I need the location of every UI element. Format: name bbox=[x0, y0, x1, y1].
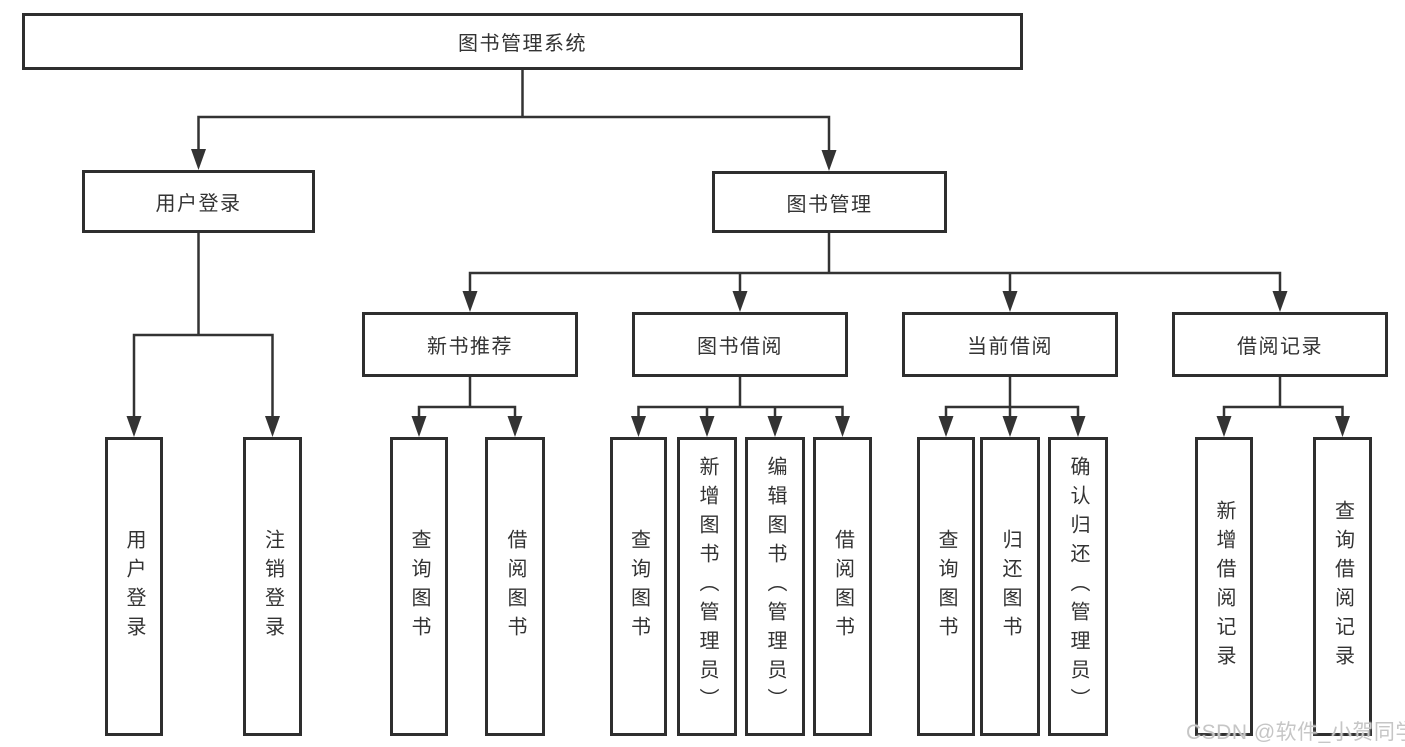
node-book-management: 图书管理 bbox=[712, 171, 947, 233]
arrowhead bbox=[1272, 291, 1288, 312]
arrowhead bbox=[507, 416, 523, 437]
leaf-borrow-books: 借阅图书 bbox=[813, 437, 872, 736]
arrowhead bbox=[732, 291, 748, 312]
arrowhead bbox=[1002, 291, 1018, 312]
connector-currentborrow-to-leaves bbox=[944, 377, 1080, 422]
arrowhead bbox=[1335, 416, 1350, 437]
leaf-logout: 注销登录 bbox=[243, 437, 302, 736]
arrowhead bbox=[1002, 416, 1018, 437]
leaf-edit-books-admin: 编辑图书（管理员） bbox=[745, 437, 805, 736]
arrowhead bbox=[835, 416, 850, 437]
arrowhead bbox=[411, 416, 427, 437]
connector-newbookrec-to-leaves bbox=[417, 377, 517, 422]
arrowheads bbox=[126, 149, 1350, 437]
node-current-borrow: 当前借阅 bbox=[902, 312, 1118, 377]
arrowhead bbox=[938, 416, 954, 437]
arrowhead bbox=[265, 416, 280, 437]
csdn-watermark: CSDN @软件_小贺同学 bbox=[1186, 721, 1405, 744]
arrowhead bbox=[767, 416, 783, 437]
arrowhead bbox=[821, 150, 837, 171]
arrowhead bbox=[1070, 416, 1086, 437]
leaf-add-borrow-record: 新增借阅记录 bbox=[1195, 437, 1253, 736]
connector-borrowrecords-to-leaves bbox=[1222, 377, 1344, 422]
connector-userlogin-to-leaves bbox=[132, 233, 274, 422]
node-user-login: 用户登录 bbox=[82, 170, 315, 233]
leaf-add-books-admin: 新增图书（管理员） bbox=[677, 437, 737, 736]
connector-bookmgmt-to-level3 bbox=[468, 233, 1282, 297]
arrowhead bbox=[126, 416, 142, 437]
leaf-query-books-current: 查询图书 bbox=[917, 437, 975, 736]
leaf-query-borrow-record: 查询借阅记录 bbox=[1313, 437, 1372, 736]
leaf-confirm-return-admin: 确认归还（管理员） bbox=[1048, 437, 1108, 736]
arrowhead bbox=[699, 416, 715, 437]
leaf-return-books: 归还图书 bbox=[980, 437, 1040, 736]
node-root-system: 图书管理系统 bbox=[22, 13, 1023, 70]
leaf-query-books-borrow: 查询图书 bbox=[610, 437, 667, 736]
connector-root-to-level2 bbox=[197, 70, 831, 156]
leaf-borrow-books-recommend: 借阅图书 bbox=[485, 437, 545, 736]
arrowhead bbox=[631, 416, 646, 437]
arrowhead bbox=[1216, 416, 1232, 437]
node-borrow-records: 借阅记录 bbox=[1172, 312, 1388, 377]
arrowhead bbox=[462, 291, 478, 312]
leaf-user-login: 用户登录 bbox=[105, 437, 163, 736]
node-new-book-recommend: 新书推荐 bbox=[362, 312, 578, 377]
arrowhead bbox=[191, 149, 206, 170]
connector-bookborrow-to-leaves bbox=[637, 377, 844, 422]
leaf-query-books-recommend: 查询图书 bbox=[390, 437, 448, 736]
node-book-borrow: 图书借阅 bbox=[632, 312, 848, 377]
